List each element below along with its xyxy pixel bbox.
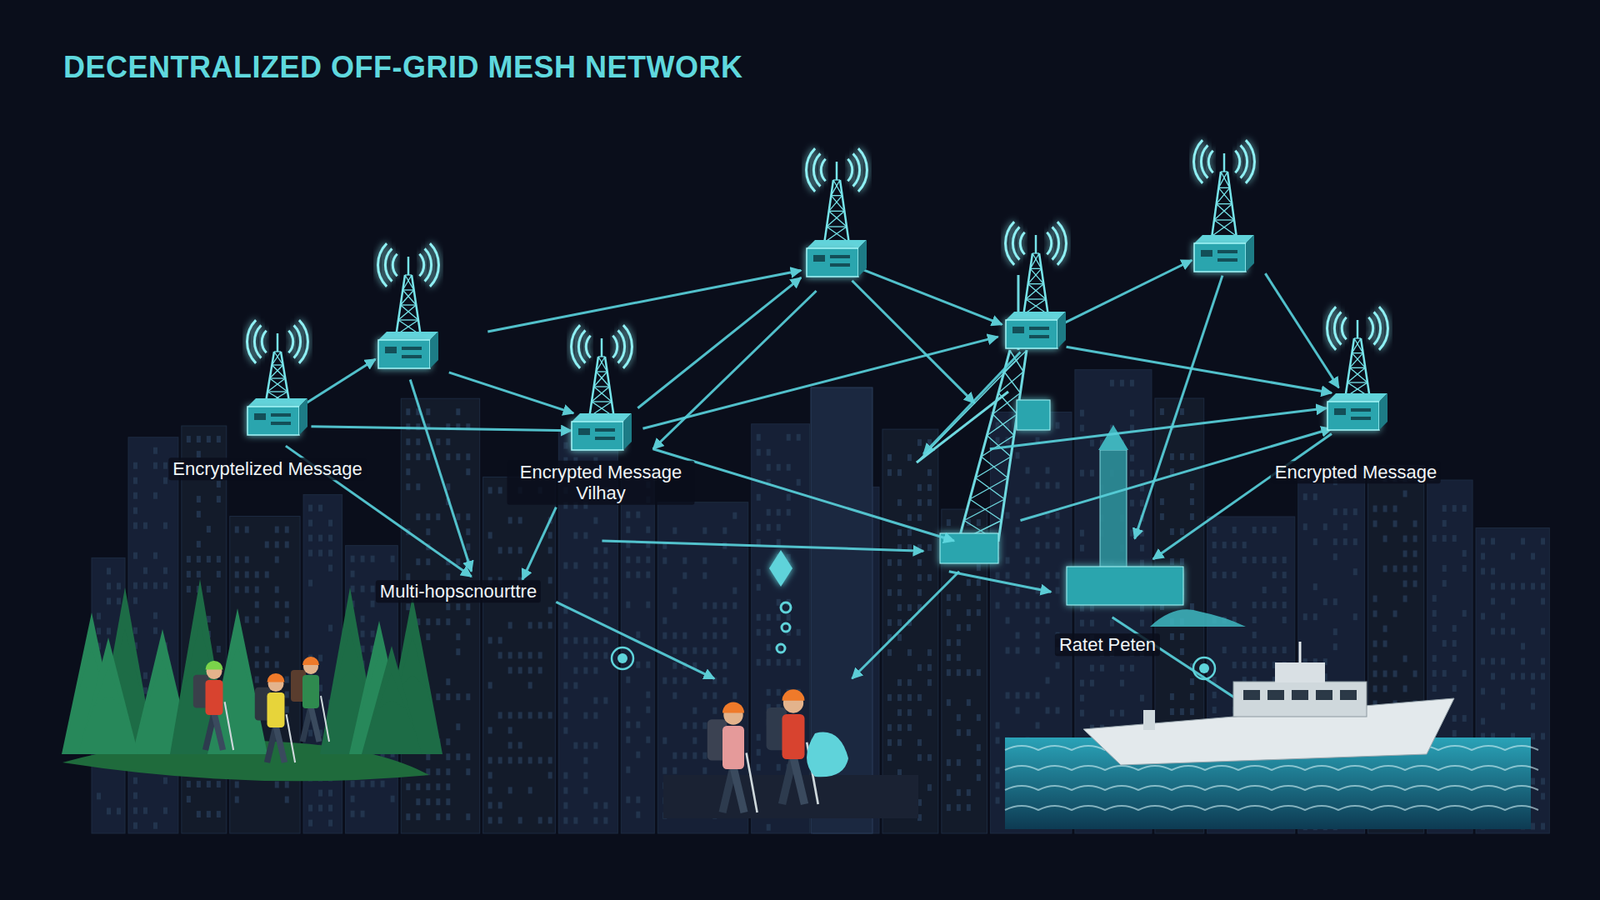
mesh-link [285,445,472,577]
mesh-link [601,540,924,551]
mesh-link [637,277,801,409]
radio-tower [1005,221,1067,349]
callout-label: Encrypted Message Vilhay [507,460,695,505]
radio-tower [1327,306,1389,430]
mesh-link [1265,273,1339,388]
mesh-link [487,270,801,331]
mesh-link [449,372,574,414]
mesh-link [653,449,955,541]
mesh-link [949,571,1051,592]
cyan-bag [806,732,849,778]
callout-label: Encrypted Message [1270,460,1441,484]
mesh-link [1060,260,1192,325]
diagram-title: DECENTRALIZED OFF-GRID MESH NETWORK [63,50,743,85]
callout-label: Encryptelized Message [168,457,366,480]
mesh-link [990,408,1327,450]
mesh-link [923,351,1020,454]
mesh-link [1020,428,1331,520]
mesh-link [851,280,975,404]
mesh-link [310,426,571,431]
radio-tower [806,148,868,277]
mesh-links [285,260,1340,725]
mesh-link [653,290,817,450]
mesh-link [522,507,556,580]
hiker-figure [193,660,234,750]
sea-and-boat [1005,641,1539,830]
callout-label: Ratet Peten [1055,633,1160,656]
hiker-figure [707,701,758,813]
harbour-station [1066,425,1246,627]
mesh-link [1153,433,1332,560]
mesh-link [851,571,960,680]
radio-tower [247,320,309,435]
hiker-figure [290,656,330,742]
callout-label: Multi-hopscnourttre [375,580,541,603]
mesh-link [410,380,471,572]
mesh-link [857,267,1003,325]
hiker-figure [255,673,295,763]
mesh-link [1135,275,1223,540]
mesh-link [555,601,715,679]
radio-tower [378,243,440,369]
signal-symbols [611,550,1215,680]
mesh-link [1066,346,1332,393]
mesh-link [305,359,375,404]
radio-tower [571,325,633,450]
mesh-link [642,336,998,429]
forest [61,579,443,781]
radio-tower [1194,140,1255,272]
